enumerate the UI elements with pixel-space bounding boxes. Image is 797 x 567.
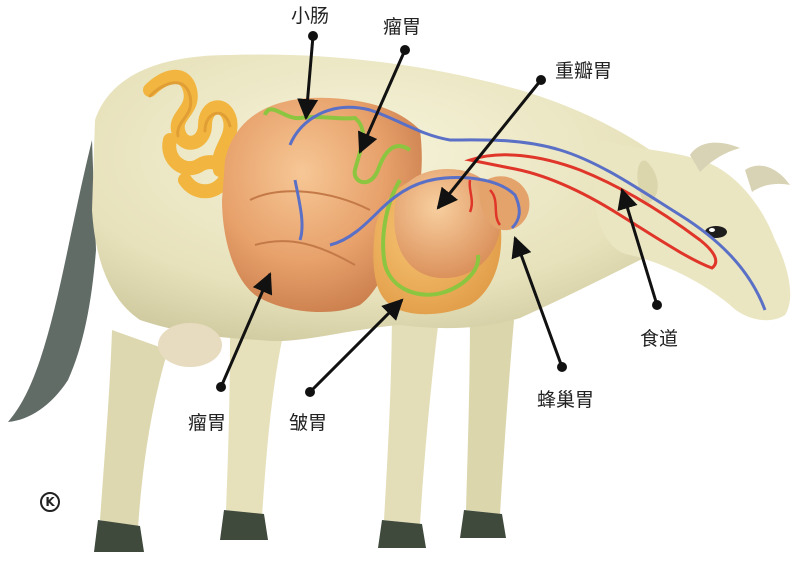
arrow-abomasum [308, 298, 404, 394]
cow-front-leg-left [384, 300, 440, 524]
arrow-omasum [436, 79, 543, 210]
cow-horn [745, 165, 790, 192]
reticulum [479, 176, 530, 231]
dot [557, 362, 567, 372]
arrow-small-intestine [297, 35, 319, 121]
cow-hind-leg-left [100, 330, 168, 528]
omasum [394, 168, 501, 279]
arrow-rumen-top [358, 49, 407, 154]
label-esophagus: 食道 [640, 328, 679, 350]
rumen-fold [249, 190, 371, 211]
dot [652, 300, 662, 310]
dot [400, 45, 410, 55]
vessel-red-branch [468, 179, 502, 226]
label-rumen-bottom: 瘤胃 [188, 412, 227, 434]
dot [536, 75, 546, 85]
dot [216, 382, 226, 392]
cow-hind-leg-right [226, 330, 282, 516]
rumen-fold [254, 240, 356, 266]
arrow-esophagus [617, 187, 659, 306]
label-abomasum: 皱胃 [289, 412, 328, 434]
nerve-blue [288, 105, 767, 311]
label-arrow-dots [216, 31, 662, 397]
cow-front-leg-right [466, 310, 514, 514]
cow-ear [637, 160, 658, 205]
hoof [220, 510, 268, 540]
dot [305, 387, 315, 397]
cow-udder [158, 323, 222, 367]
vessel-red [464, 153, 718, 270]
arrow-rumen-bottom [219, 272, 273, 388]
dot [308, 31, 318, 41]
hoof [378, 520, 426, 548]
label-rumen-top: 瘤胃 [383, 16, 422, 38]
copyright-mark: K [40, 492, 60, 512]
hoof [460, 510, 506, 538]
small-intestine-coils-shade [148, 81, 232, 138]
label-small-intestine: 小肠 [291, 5, 330, 27]
hoof [94, 520, 144, 552]
arrow-reticulum [511, 236, 564, 368]
cow-tail [8, 140, 96, 422]
label-arrows [219, 35, 659, 394]
cow-eye-highlight [709, 228, 715, 232]
label-reticulum: 蜂巢胃 [537, 389, 595, 411]
cow-horn [690, 142, 740, 172]
label-omasum: 重瓣胃 [555, 60, 613, 82]
